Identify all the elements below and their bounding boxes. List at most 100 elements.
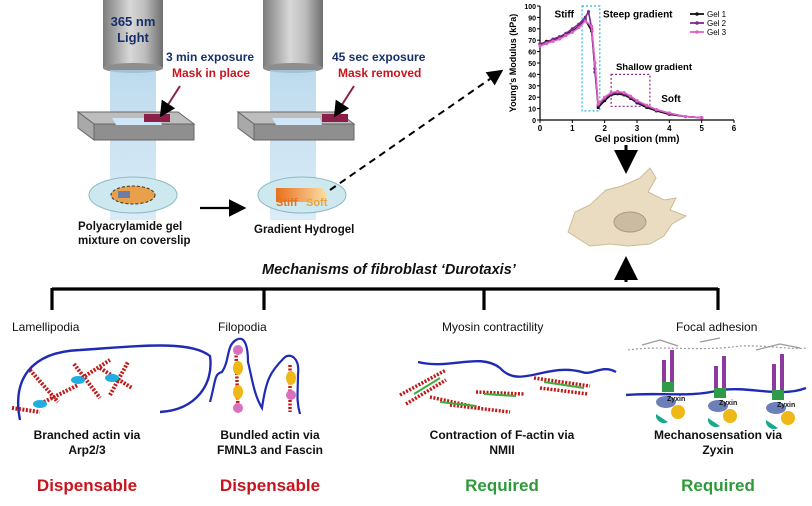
y-tick-label: 80 bbox=[528, 27, 536, 34]
light-label: Light bbox=[117, 30, 149, 45]
steep-gradient-box bbox=[581, 5, 601, 112]
series-3-point bbox=[551, 39, 555, 43]
series-3-point bbox=[683, 114, 688, 119]
mechanism-desc-focal-adhesion-2: Zyxin bbox=[702, 443, 734, 457]
mechanism-bracket bbox=[50, 287, 720, 310]
status-filopodia: Dispensable bbox=[219, 476, 321, 495]
series-3-point bbox=[564, 34, 568, 38]
gradient-hydrogel-label: Gradient Hydrogel bbox=[254, 224, 355, 236]
gel-mixture-label-1: Polyacrylamide gel bbox=[78, 221, 183, 233]
x-tick-label: 6 bbox=[732, 124, 737, 133]
series-2-point bbox=[570, 27, 574, 31]
series-1-point bbox=[596, 105, 600, 110]
series-2-point bbox=[538, 42, 542, 46]
focal-adhesion-illustration bbox=[625, 337, 807, 430]
step2-exposure-label: 45 sec exposure bbox=[332, 50, 426, 64]
mechanisms-title: Mechanisms of fibroblast ‘Durotaxis’ bbox=[262, 262, 516, 278]
gel-mixture-label-2: mixture on coverslip bbox=[78, 235, 191, 247]
y-axis-label: Young's Modulus (kPa) bbox=[508, 14, 518, 112]
dashed-arrow-to-chart bbox=[329, 69, 504, 191]
glass-stage-1 bbox=[76, 111, 196, 141]
status-focal-adhesion: Required bbox=[681, 476, 755, 495]
series-2-point bbox=[564, 31, 568, 35]
y-tick-label: 60 bbox=[528, 50, 536, 57]
series-3-point bbox=[654, 108, 659, 112]
uv-lamp-2 bbox=[263, 0, 323, 73]
zyxin-label-1: Zyxin bbox=[667, 396, 686, 403]
annotation-shallow-gradient: Shallow gradient bbox=[616, 62, 693, 73]
series-3-point bbox=[635, 99, 639, 103]
series-3-point bbox=[577, 26, 581, 30]
series-3-point bbox=[593, 61, 597, 65]
mechanism-name-lamellipodia: Lamellipodia bbox=[12, 320, 80, 334]
soft-label: Soft bbox=[306, 197, 328, 209]
fibroblast-cell bbox=[567, 167, 688, 247]
y-tick-label: 100 bbox=[524, 4, 536, 11]
step1-exposure-label: 3 min exposure bbox=[166, 50, 255, 64]
legend-marker-1 bbox=[695, 12, 699, 16]
status-myosin: Required bbox=[465, 476, 539, 495]
series-3-point bbox=[583, 19, 587, 23]
mechanism-name-myosin: Myosin contractility bbox=[442, 320, 544, 334]
step1-mask-label: Mask in place bbox=[172, 66, 251, 80]
mechanism-desc-myosin-1: Contraction of F-actin via bbox=[429, 428, 575, 442]
series-3-point bbox=[544, 42, 549, 46]
series-3-point bbox=[596, 102, 600, 106]
y-tick-label: 50 bbox=[528, 61, 536, 68]
series-3-point bbox=[590, 24, 594, 29]
series-3-point bbox=[700, 116, 704, 120]
x-tick-label: 4 bbox=[667, 124, 672, 133]
series-line-3 bbox=[539, 19, 702, 119]
stiff-label: Stiff bbox=[276, 197, 298, 209]
legend-marker-3 bbox=[695, 30, 699, 34]
mechanism-desc-myosin-2: NMII bbox=[489, 443, 515, 457]
y-tick-label: 10 bbox=[528, 107, 536, 114]
coverslip-dish-2 bbox=[257, 176, 347, 214]
series-3-point bbox=[538, 44, 542, 48]
mechanism-desc-lamellipodia-1: Branched actin via bbox=[33, 428, 141, 442]
mechanism-desc-focal-adhesion-1: Mechanosensation via bbox=[653, 428, 783, 442]
light-wavelength-label: 365 nm bbox=[110, 14, 156, 29]
series-3-point bbox=[622, 91, 626, 95]
series-3-point bbox=[603, 95, 607, 99]
mechanism-name-focal-adhesion: Focal adhesion bbox=[676, 320, 758, 334]
x-tick-label: 2 bbox=[602, 124, 607, 133]
mechanism-desc-filopodia-2: FMNL3 and Fascin bbox=[216, 443, 323, 457]
lamellipodia-illustration bbox=[11, 344, 212, 421]
series-3-point bbox=[570, 30, 574, 34]
x-tick-label: 5 bbox=[699, 124, 704, 133]
series-2-point bbox=[583, 15, 587, 19]
series-3-point bbox=[667, 111, 671, 115]
y-tick-label: 20 bbox=[528, 95, 536, 102]
coverslip-dish-1 bbox=[88, 176, 178, 214]
step2-mask-label: Mask removed bbox=[338, 66, 422, 80]
mechanism-name-filopodia: Filopodia bbox=[218, 320, 267, 334]
series-2-point bbox=[557, 35, 562, 39]
series-3-point bbox=[616, 89, 620, 94]
series-3-point bbox=[557, 37, 562, 41]
y-tick-label: 70 bbox=[528, 38, 536, 45]
mechanism-desc-filopodia-1: Bundled actin via bbox=[220, 428, 320, 442]
y-tick-label: 90 bbox=[528, 15, 536, 22]
series-2-point bbox=[586, 10, 591, 14]
y-tick-label: 0 bbox=[532, 118, 536, 125]
legend-label-3: Gel 3 bbox=[707, 28, 727, 37]
legend-label-2: Gel 2 bbox=[707, 19, 727, 28]
x-tick-label: 0 bbox=[538, 124, 543, 133]
series-2-point bbox=[577, 22, 581, 26]
annotation-soft: Soft bbox=[661, 94, 681, 105]
series-3-point bbox=[628, 94, 633, 98]
x-tick-label: 1 bbox=[570, 124, 575, 133]
x-tick-label: 3 bbox=[635, 124, 640, 133]
glass-stage-2 bbox=[236, 111, 356, 141]
series-line-1 bbox=[539, 18, 702, 119]
series-3-point bbox=[645, 103, 649, 107]
myosin-illustration bbox=[399, 359, 617, 414]
shallow-gradient-box bbox=[610, 73, 651, 107]
x-axis-label: Gel position (mm) bbox=[595, 134, 680, 145]
filopodia-illustration bbox=[208, 337, 302, 415]
zyxin-label-2: Zyxin bbox=[719, 400, 738, 407]
